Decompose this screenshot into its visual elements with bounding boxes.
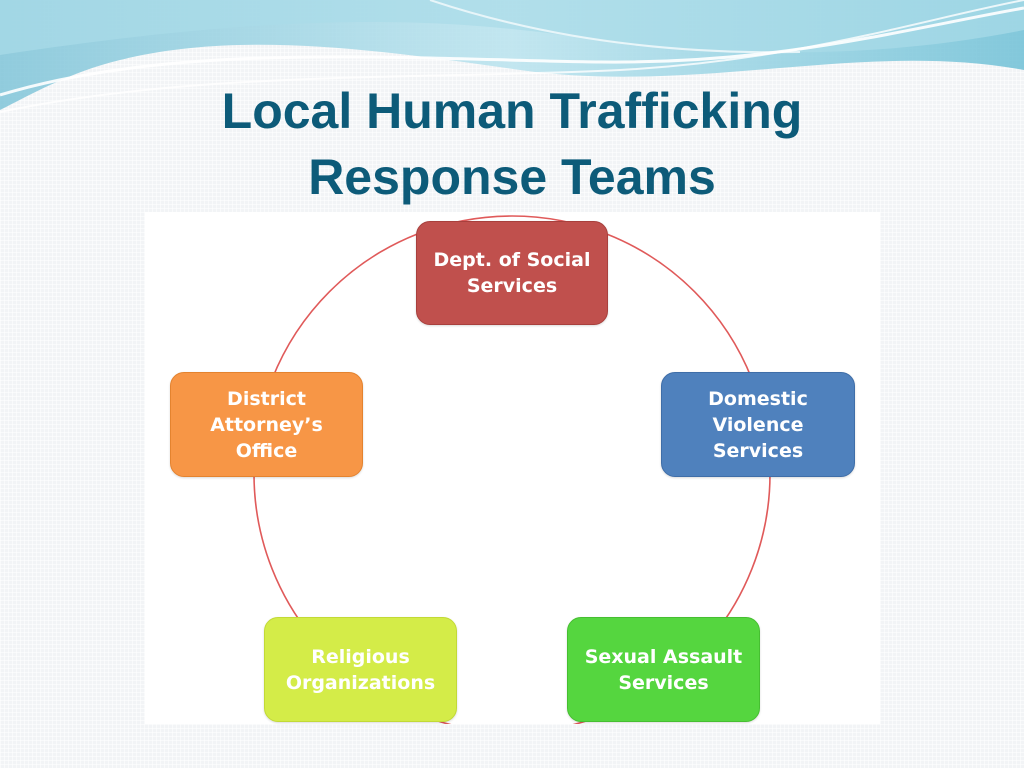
slide-title-line-1: Local Human Trafficking: [221, 83, 803, 139]
node-district-attorneys-office: District Attorney’s Office: [170, 372, 363, 477]
slide-title-line-2: Response Teams: [308, 149, 716, 205]
slide-title: Local Human Trafficking Response Teams: [0, 78, 1024, 210]
header-wave-decoration: [0, 0, 1024, 113]
node-domestic-violence-services: Domestic Violence Services: [661, 372, 855, 477]
cycle-diagram: Dept. of Social Services Domestic Violen…: [145, 212, 880, 724]
node-dept-social-services: Dept. of Social Services: [416, 221, 608, 325]
node-sexual-assault-services: Sexual Assault Services: [567, 617, 760, 722]
node-religious-organizations: Religious Organizations: [264, 617, 457, 722]
